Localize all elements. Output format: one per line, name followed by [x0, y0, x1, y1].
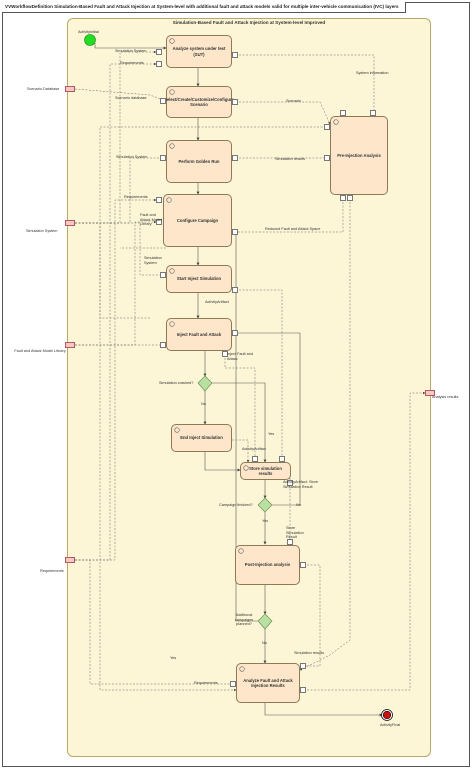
- pin: [279, 456, 285, 462]
- flow-label: Requirements: [194, 681, 218, 685]
- pin: [222, 351, 228, 357]
- decision-campaign-finished: [257, 497, 273, 513]
- guard-label: No: [262, 641, 267, 645]
- decision-additional: [257, 613, 273, 630]
- pin: [156, 219, 162, 225]
- pin: [160, 272, 166, 278]
- guard-label: No: [201, 402, 206, 406]
- pin: [340, 195, 346, 201]
- flow-label: ActivityArtifact: [242, 447, 266, 451]
- flow-label: Simulation System: [144, 256, 162, 265]
- action-configure-campaign[interactable]: Configure Campaign: [163, 194, 232, 247]
- flow-campaign-no: [231, 331, 301, 506]
- pin: [324, 124, 330, 130]
- pin: [160, 342, 166, 348]
- final-label: ActivityFinal: [380, 723, 401, 727]
- param-label: Requirements: [40, 569, 64, 573]
- flow-label: Simulation results: [294, 651, 324, 655]
- pin: [324, 155, 330, 161]
- flow-end-store: [204, 452, 241, 472]
- action-inject-fault-attack[interactable]: Inject Fault and Attack: [166, 318, 232, 351]
- flow-label: Simulation System: [115, 49, 147, 53]
- action-golden-run[interactable]: Perform Golden Run: [166, 140, 232, 183]
- initial-label: ActivityInitial: [78, 30, 99, 34]
- pin: [232, 99, 238, 105]
- flow-label: Inject Fault and Attack: [227, 352, 253, 361]
- pin: [232, 330, 238, 336]
- flow-label: Fault and Attack Model Library: [140, 213, 162, 227]
- param-requirements[interactable]: [65, 557, 75, 563]
- action-end-inject[interactable]: End Inject Simulation: [171, 424, 232, 452]
- pin: [287, 480, 293, 486]
- action-select-scenario[interactable]: Select/Create/Customize/Configure Scenar…: [164, 86, 234, 118]
- guard-label: No: [296, 503, 301, 507]
- pin: [300, 663, 306, 669]
- initial-node: [84, 34, 96, 46]
- param-label: Simulation System: [26, 229, 58, 233]
- action-start-inject[interactable]: Start Inject Simulation: [166, 265, 232, 293]
- action-post-injection[interactable]: Post-Injection analysis: [235, 545, 300, 585]
- action-store-results[interactable]: Store simulation results: [240, 462, 291, 480]
- decision-crashed: [197, 375, 213, 392]
- param-scenario-database[interactable]: [65, 86, 75, 92]
- flow-label: Simulation System: [116, 155, 148, 159]
- action-pre-injection-analysis[interactable]: Pre-Injection Analysis: [330, 116, 388, 195]
- pin: [160, 155, 166, 161]
- decision-label: Additional campaigns planned?: [234, 613, 254, 627]
- pin: [232, 52, 238, 58]
- action-analyze-results[interactable]: Analyze Fault and Attack Injection Resul…: [236, 663, 300, 703]
- param-fault-attack-library[interactable]: [65, 342, 75, 348]
- pin: [300, 562, 306, 568]
- flow-label: ActivityArtifact: Store Simulation Resul…: [283, 480, 319, 489]
- pin: [232, 155, 238, 161]
- param-label: Scenario Database: [27, 87, 60, 91]
- flow-label: Requirements: [120, 61, 144, 65]
- pin: [252, 456, 258, 462]
- flow-results-final: [264, 703, 383, 717]
- flow-label: Scenario database: [115, 96, 147, 100]
- flow-label: System information: [356, 71, 389, 75]
- param-analysis-results[interactable]: [425, 390, 435, 396]
- activity-title: Simulation-Based Fault and Attack Inject…: [172, 20, 326, 25]
- param-label: Analysis results: [432, 395, 459, 399]
- action-analyze-sut[interactable]: Analyze system under test (SUT): [166, 35, 232, 68]
- pin: [156, 197, 162, 203]
- pin: [232, 287, 238, 293]
- flow-label: Store Simulation Result: [286, 526, 304, 540]
- pin: [160, 98, 166, 104]
- flow-label: ActivityArtifact: [205, 300, 229, 304]
- flow-initial-analyze: [94, 43, 167, 50]
- param-label: Fault and Attack Model Library: [14, 349, 66, 353]
- flow-label: Simulation results: [275, 157, 305, 161]
- flow-additional-yes: [234, 231, 258, 622]
- guard-label: Yes: [170, 656, 177, 660]
- pin: [347, 195, 353, 201]
- pin: [370, 110, 376, 116]
- pin: [230, 681, 236, 687]
- pin: [287, 539, 293, 545]
- guard-label: Yes: [262, 519, 269, 523]
- pin: [340, 110, 346, 116]
- pin: [300, 687, 306, 693]
- flow-label: Requirements: [124, 195, 148, 199]
- flow-label: Scenario: [286, 99, 301, 103]
- pin: [156, 49, 162, 55]
- frame-title: VVWorkflowDefinition Simulation-Based Fa…: [2, 2, 406, 13]
- flow-crash-yes: [212, 382, 267, 463]
- param-simulation-system[interactable]: [65, 220, 75, 226]
- guard-label: Yes: [268, 432, 275, 436]
- decision-label: Simulation crashed?: [159, 381, 194, 385]
- decision-label: Campaign finished?: [219, 503, 253, 507]
- flow-label: Reduced Fault and Attack Space: [265, 227, 321, 231]
- pin: [156, 61, 162, 67]
- pin: [232, 229, 238, 235]
